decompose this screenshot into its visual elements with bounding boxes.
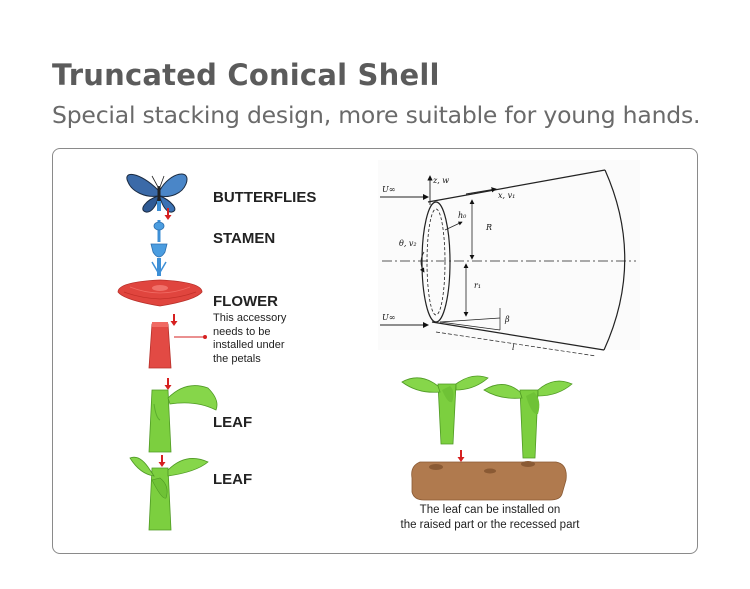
base-caption: The leaf can be installed on the raised …	[384, 503, 596, 533]
cone-diagram	[378, 160, 640, 357]
label-beta: β	[504, 315, 510, 324]
label-u-top: U∞	[382, 185, 395, 194]
flower-note-line-4: the petals	[213, 352, 261, 365]
page-title: Truncated Conical Shell	[52, 58, 440, 92]
label-z-w: z, w	[432, 176, 449, 185]
flower-note-line-1: This accessory	[213, 312, 287, 324]
base-assembly-icon	[401, 375, 573, 501]
page-subtitle: Special stacking design, more suitable f…	[52, 101, 701, 129]
label-r1: r₁	[474, 281, 481, 290]
label-theta-v2: θ, v₂	[399, 239, 417, 248]
flower-note-line-2: needs to be	[213, 325, 271, 338]
leaf-piece-1-icon	[148, 385, 218, 453]
label-R: R	[485, 223, 492, 232]
label-u-bottom: U∞	[382, 313, 395, 322]
stamen-icon	[150, 220, 168, 276]
flower-note: This accessory needs to be installed und…	[213, 312, 286, 366]
label-flower: FLOWER	[213, 293, 278, 310]
label-h0: h₀	[458, 211, 467, 220]
flower-note-line-3: installed under	[213, 339, 285, 351]
label-butterflies: BUTTERFLIES	[213, 189, 317, 206]
flower-icon	[117, 279, 203, 307]
butterfly-icon	[126, 173, 188, 213]
base-caption-line-1: The leaf can be installed on	[419, 504, 561, 516]
label-l: l	[512, 343, 515, 352]
label-x-v1: x, v₁	[498, 191, 515, 200]
base-caption-line-2: the raised part or the recessed part	[400, 519, 580, 531]
flower-sleeve-icon	[148, 322, 172, 369]
leaf-piece-2-icon	[129, 456, 209, 531]
label-leaf-2: LEAF	[213, 471, 253, 488]
label-stamen: STAMEN	[213, 230, 276, 247]
label-leaf-1: LEAF	[213, 414, 253, 431]
